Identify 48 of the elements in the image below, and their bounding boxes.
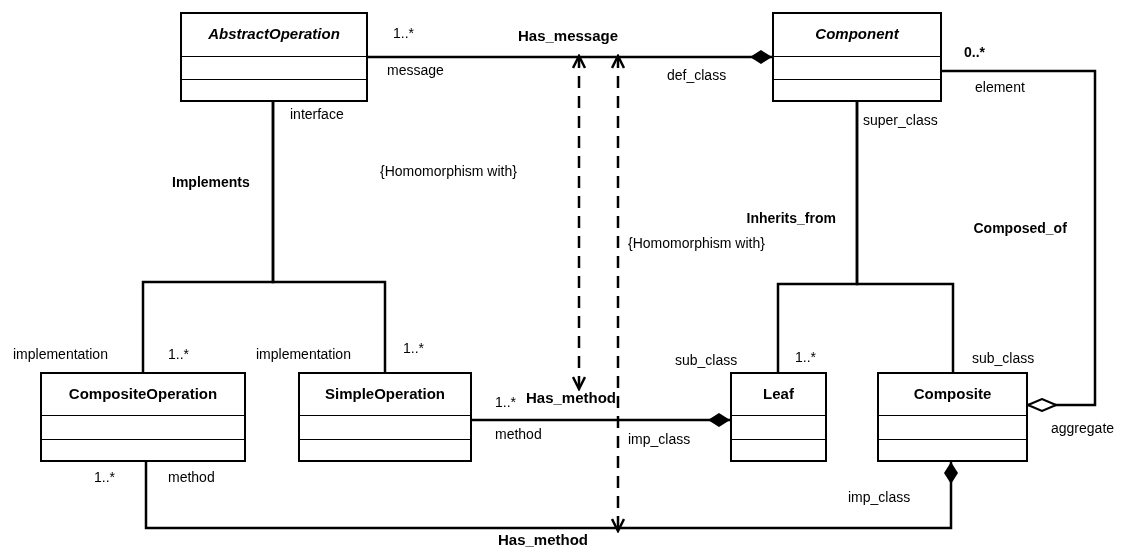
class-box bbox=[180, 12, 368, 102]
edge-label: {Homomorphism with} bbox=[626, 235, 767, 251]
association-line bbox=[368, 50, 772, 64]
end-label: def_class bbox=[667, 67, 727, 83]
dependency-arrow bbox=[571, 54, 587, 391]
edge-label: Inherits_from bbox=[744, 210, 838, 226]
class-name: SimpleOperation bbox=[324, 384, 446, 403]
end-label: message bbox=[387, 62, 444, 78]
end-label: implementation bbox=[13, 346, 108, 362]
class-name: Composite bbox=[912, 384, 993, 403]
end-label: 1..* bbox=[168, 346, 189, 362]
class-name: CompositeOperation bbox=[67, 384, 219, 403]
generalization-line bbox=[855, 102, 955, 372]
association-name: Has_message bbox=[505, 27, 631, 56]
end-label: interface bbox=[290, 106, 344, 122]
edge-label: Implements bbox=[170, 174, 252, 190]
end-label: 1..* bbox=[495, 394, 516, 410]
edge-label: Composed_of bbox=[971, 220, 1069, 236]
class-box bbox=[730, 372, 827, 462]
end-label: method bbox=[168, 469, 215, 485]
end-label: 0..* bbox=[964, 44, 985, 60]
edge-label: {Homomorphism with} bbox=[378, 163, 519, 179]
end-label: imp_class bbox=[628, 431, 691, 447]
end-label: 1..* bbox=[393, 25, 414, 41]
end-label: imp_class bbox=[848, 489, 911, 505]
class-name: AbstractOperation bbox=[207, 25, 341, 43]
end-label: super_class bbox=[863, 112, 938, 128]
class-box bbox=[772, 12, 942, 102]
end-label: aggregate bbox=[1051, 420, 1115, 436]
end-label: 1..* bbox=[403, 340, 424, 356]
end-label: sub_class bbox=[675, 352, 738, 368]
end-label: 1..* bbox=[94, 469, 115, 485]
class-name: Component bbox=[814, 25, 901, 43]
dependency-arrow bbox=[610, 54, 626, 533]
association-name: Has_method bbox=[486, 531, 600, 555]
association-line bbox=[144, 462, 958, 530]
association-name: Has_method bbox=[526, 389, 614, 418]
association-line bbox=[472, 413, 730, 427]
end-label: method bbox=[495, 426, 542, 442]
class-name: Leaf bbox=[762, 384, 795, 403]
end-label: 1..* bbox=[795, 349, 816, 365]
class-box bbox=[40, 372, 246, 462]
generalization-line bbox=[271, 102, 387, 372]
association-line bbox=[942, 69, 1097, 412]
end-label: element bbox=[975, 79, 1025, 95]
class-box bbox=[298, 372, 472, 462]
class-box bbox=[877, 372, 1028, 462]
end-label: implementation bbox=[256, 346, 351, 362]
